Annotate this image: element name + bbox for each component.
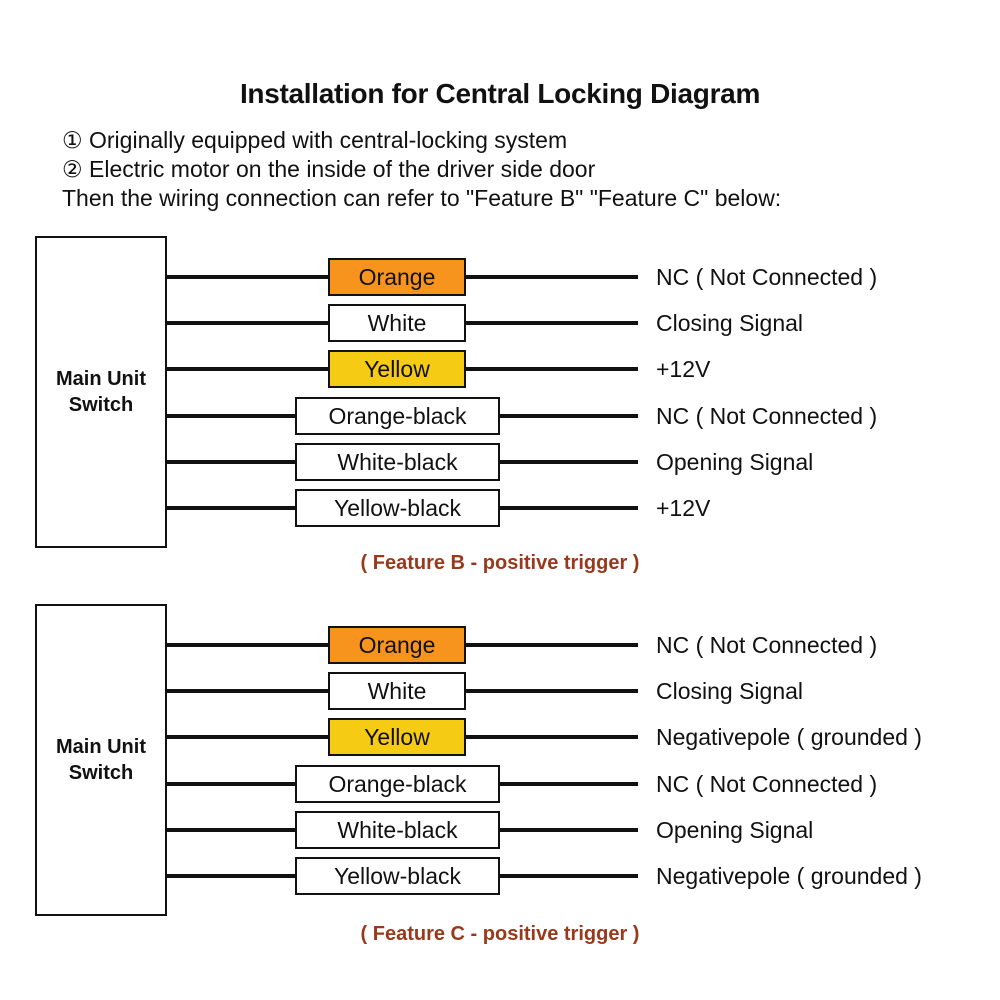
main-unit-label-line1: Main Unit: [56, 736, 146, 758]
wire-color-box: Orange: [328, 258, 466, 296]
wire-line: [167, 643, 328, 647]
feature-b-diagram: Main Unit Switch Orange NC ( Not Connect…: [0, 236, 1000, 556]
feature-b-caption: ( Feature B - positive trigger ): [360, 552, 640, 574]
feature-c-diagram: Main Unit Switch Orange NC ( Not Connect…: [0, 604, 1000, 924]
wire-color-box: Orange-black: [295, 397, 500, 435]
wire-color-box: Yellow-black: [295, 857, 500, 895]
signal-label: NC ( Not Connected ): [656, 771, 878, 797]
main-unit-label-line2: Switch: [68, 394, 134, 416]
signal-label: +12V: [656, 495, 711, 521]
wire-line: [167, 506, 295, 510]
wire-line: [167, 414, 295, 418]
wire-line: [167, 874, 295, 878]
wire-color-box: White-black: [295, 811, 500, 849]
wire-line: [167, 828, 295, 832]
wire-line: [500, 414, 638, 418]
wire-line: [466, 643, 638, 647]
wire-line: [167, 367, 328, 371]
intro-text: ① Originally equipped with central-locki…: [62, 126, 781, 213]
wire-line: [466, 735, 638, 739]
wire-line: [500, 828, 638, 832]
main-unit-label-line1: Main Unit: [56, 368, 146, 390]
intro-line-2: ② Electric motor on the inside of the dr…: [62, 156, 596, 182]
wire-color-box: Orange-black: [295, 765, 500, 803]
wire-color-box: Yellow: [328, 718, 466, 756]
wire-line: [500, 874, 638, 878]
signal-label: Opening Signal: [656, 817, 814, 843]
wire-line: [500, 460, 638, 464]
signal-label: Negativepole ( grounded ): [656, 724, 922, 750]
wire-color-box: White-black: [295, 443, 500, 481]
wire-line: [466, 367, 638, 371]
main-unit-label-line2: Switch: [68, 762, 134, 784]
main-unit-switch-box: Main Unit Switch: [35, 604, 167, 916]
signal-label: +12V: [656, 356, 711, 382]
wire-color-box: Yellow: [328, 350, 466, 388]
wire-line: [167, 735, 328, 739]
signal-label: Closing Signal: [656, 310, 804, 336]
wire-line: [167, 321, 328, 325]
wire-line: [167, 782, 295, 786]
signal-label: NC ( Not Connected ): [656, 403, 878, 429]
wire-color-box: White: [328, 304, 466, 342]
page-title: Installation for Central Locking Diagram: [239, 78, 761, 109]
wire-line: [167, 460, 295, 464]
signal-label: Negativepole ( grounded ): [656, 863, 922, 889]
feature-c-caption: ( Feature C - positive trigger ): [360, 923, 640, 945]
wire-color-box: Yellow-black: [295, 489, 500, 527]
signal-label: NC ( Not Connected ): [656, 264, 878, 290]
wire-line: [167, 275, 328, 279]
signal-label: Closing Signal: [656, 678, 804, 704]
signal-label: Opening Signal: [656, 449, 814, 475]
wire-color-box: White: [328, 672, 466, 710]
intro-line-3: Then the wiring connection can refer to …: [62, 185, 782, 211]
wire-color-box: Orange: [328, 626, 466, 664]
wire-line: [500, 506, 638, 510]
wire-line: [466, 689, 638, 693]
wire-line: [500, 782, 638, 786]
main-unit-switch-box: Main Unit Switch: [35, 236, 167, 548]
signal-label: NC ( Not Connected ): [656, 632, 878, 658]
wire-line: [466, 275, 638, 279]
wire-line: [167, 689, 328, 693]
intro-line-1: ① Originally equipped with central-locki…: [62, 127, 568, 153]
wire-line: [466, 321, 638, 325]
